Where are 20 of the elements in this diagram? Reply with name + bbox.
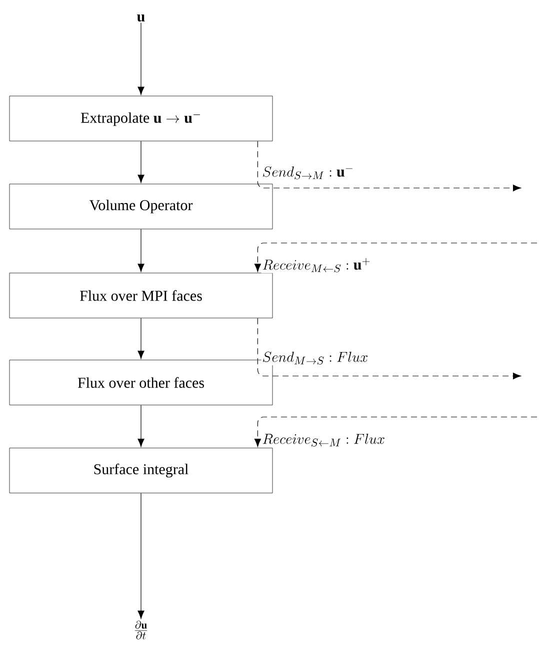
arrow [138,22,144,95]
variable-label: $\mathbf{u}$ [137,14,145,22]
arrow [257,318,522,380]
arrow [254,242,538,272]
variable-label: $\frac{\partial \mathbf{u}}{\partial t}$ [134,620,148,640]
arrow [138,404,144,447]
arrow [254,416,538,447]
process-box: Flux over MPI faces [9,272,273,318]
edge-label: $Send_{M\rightarrow S} : Flux$ [261,350,370,366]
process-box: $\mathrm{Extrapolate}\ \mathbf{u} \rightarrow \mathbf{u}^{-}$ [9,96,273,142]
process-box: Surface integral [9,448,273,494]
edge-label: $Receive_{M\leftarrow S} : \mathbf{u}^{+}$ [261,256,372,274]
arrow [138,318,144,359]
arrow [138,228,144,272]
process-box: Volume Operator [9,184,273,230]
arrow [138,140,144,183]
arrow [257,140,522,192]
edge-label: $Receive_{S\leftarrow M} : Flux$ [261,432,386,448]
edge-label: $Send_{S\rightarrow M} : \mathbf{u}^{-}$ [261,164,355,180]
arrow [138,492,144,619]
